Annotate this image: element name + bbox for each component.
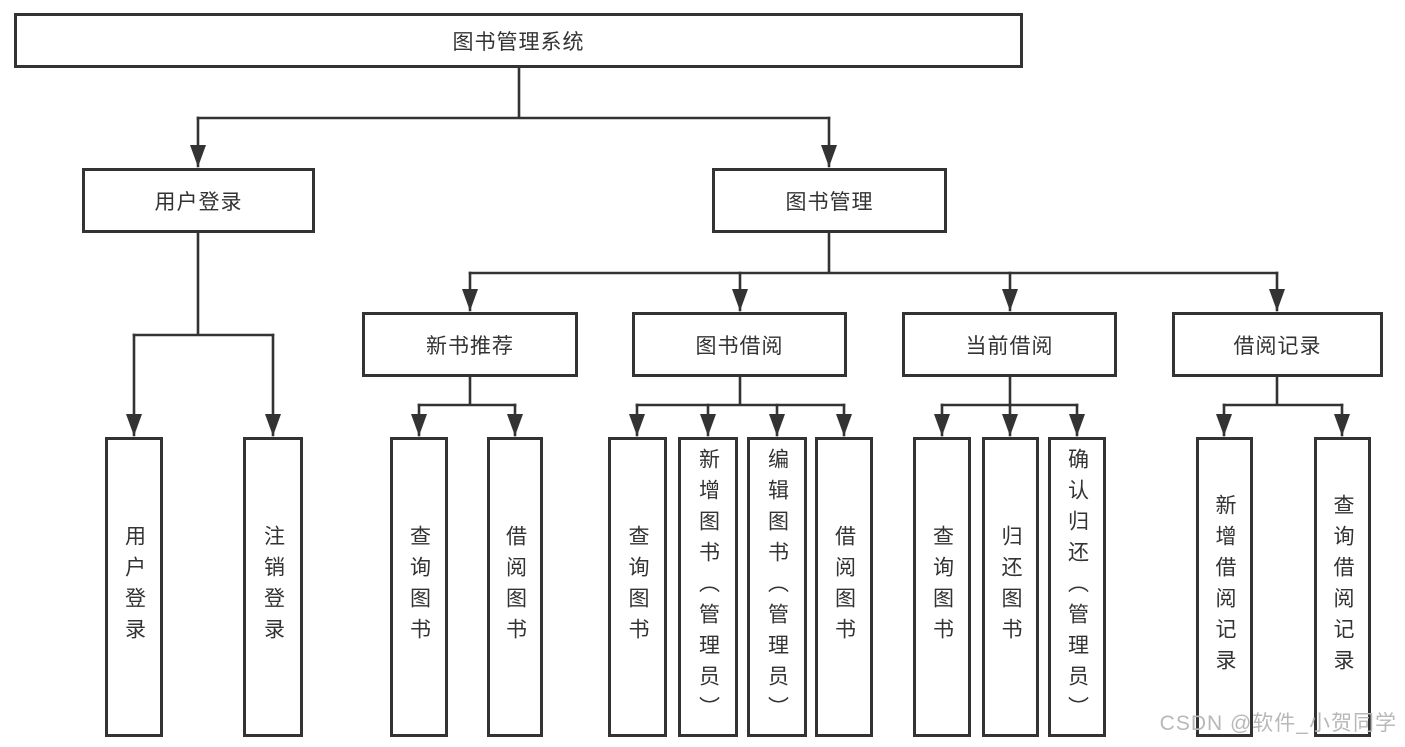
node-label: 借阅图书 [503,525,527,649]
node-label: 查询图书 [626,525,649,649]
node-label: 归还图书 [999,525,1022,649]
leaf-add-book-admin: 新增图书（管理员） [678,437,738,737]
node-label: 用户登录 [122,525,146,649]
node-root: 图书管理系统 [14,13,1023,68]
node-book-management: 图书管理 [712,168,947,233]
node-borrow-records: 借阅记录 [1172,312,1383,377]
leaf-query-books-borrow: 查询图书 [608,437,667,737]
leaf-user-login: 用户登录 [105,437,163,737]
node-label: 编辑图书（管理员） [765,447,789,727]
node-label: 新增图书（管理员） [696,447,720,727]
leaf-borrow-books: 借阅图书 [815,437,873,737]
node-label: 查询图书 [930,525,954,649]
node-label: 借阅记录 [1233,334,1322,358]
node-label: 图书管理系统 [452,30,585,54]
node-label: 确认归还（管理员） [1065,447,1089,727]
node-label: 查询图书 [407,525,431,649]
leaf-logout: 注销登录 [243,437,303,737]
node-current-borrow: 当前借阅 [902,312,1117,377]
node-label: 查询借阅记录 [1331,494,1354,680]
leaf-query-borrow-record: 查询借阅记录 [1314,437,1371,737]
node-label: 当前借阅 [965,334,1054,358]
node-label: 图书借阅 [695,334,784,358]
leaf-return-books: 归还图书 [982,437,1039,737]
node-user-login: 用户登录 [82,168,315,233]
watermark: CSDN @软件_小贺同学 [1159,712,1397,735]
node-label: 用户登录 [154,190,243,214]
leaf-query-books-current: 查询图书 [913,437,971,737]
leaf-borrow-books-recommend: 借阅图书 [487,437,543,737]
node-label: 注销登录 [261,525,285,649]
node-label: 图书管理 [785,190,874,214]
leaf-query-books-recommend: 查询图书 [390,437,448,737]
node-label: 新书推荐 [426,334,514,358]
node-label: 新增借阅记录 [1213,494,1236,680]
leaf-confirm-return-admin: 确认归还（管理员） [1048,437,1106,737]
leaf-add-borrow-record: 新增借阅记录 [1196,437,1253,737]
node-label: 借阅图书 [832,525,856,649]
node-new-book-recommend: 新书推荐 [362,312,578,377]
leaf-edit-book-admin: 编辑图书（管理员） [747,437,807,737]
node-book-borrow: 图书借阅 [632,312,847,377]
